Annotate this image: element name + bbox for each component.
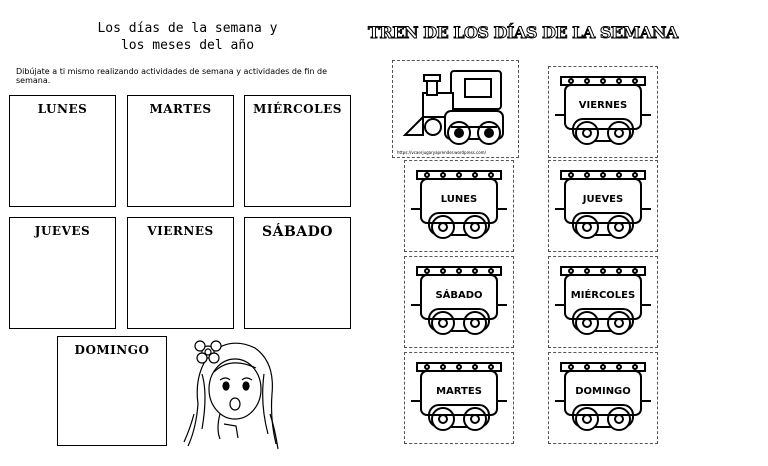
train-page-title: TREN DE LOS DÍAS DE LA SEMANA <box>368 23 679 43</box>
train-car-label: LUNES <box>440 194 478 205</box>
train-car-label: MIÉRCOLES <box>570 290 636 301</box>
day-box-lunes: LUNES <box>9 95 116 207</box>
train-car-icon <box>411 266 507 335</box>
day-box-martes: MARTES <box>127 95 234 207</box>
day-box-miercoles: MIÉRCOLES <box>244 95 351 207</box>
train-car-icon <box>555 76 651 145</box>
day-box-label: MARTES <box>149 102 212 116</box>
train-car-label: JUEVES <box>582 194 624 205</box>
day-box-viernes: VIERNES <box>127 217 234 329</box>
worksheet-title-line2: los meses del año <box>120 38 255 53</box>
train-car-label: DOMINGO <box>575 386 631 397</box>
day-box-jueves: JUEVES <box>9 217 116 329</box>
train-car-card: SÁBADO <box>404 256 514 348</box>
day-box-label: VIERNES <box>147 224 214 238</box>
train-car-icon <box>555 266 651 335</box>
train-car-label: SÁBADO <box>435 290 483 301</box>
day-box-label: MIÉRCOLES <box>253 102 342 116</box>
locomotive-icon <box>402 70 504 145</box>
train-car-icon <box>555 362 651 431</box>
day-box-label: JUEVES <box>34 224 91 238</box>
train-car-card: JUEVES <box>548 160 658 252</box>
day-box-sabado: SÁBADO <box>244 217 351 329</box>
girl-illustration <box>183 340 279 450</box>
worksheet-title-line1: Los días de la semana y <box>97 21 278 36</box>
train-car-label: VIERNES <box>578 100 628 111</box>
day-box-domingo: DOMINGO <box>57 336 167 446</box>
train-car-card: LUNES <box>404 160 514 252</box>
train-car-card: DOMINGO <box>548 352 658 444</box>
day-box-label: SÁBADO <box>261 224 333 240</box>
train-car-icon <box>411 362 507 431</box>
train-car-label: MARTES <box>436 386 482 397</box>
train-car-icon <box>411 170 507 239</box>
engine-url: https://vcaerjugaryaprender.wordpress.co… <box>397 150 486 155</box>
train-car-card: MARTES <box>404 352 514 444</box>
day-box-label: DOMINGO <box>74 343 150 357</box>
train-car-card: MIÉRCOLES <box>548 256 658 348</box>
day-box-label: LUNES <box>37 102 88 116</box>
train-car-icon <box>555 170 651 239</box>
train-car-card: VIERNES <box>548 66 658 158</box>
worksheet-instructions: Dibújate a ti mismo realizando actividad… <box>16 67 328 85</box>
engine-card: https://vcaerjugaryaprender.wordpress.co… <box>392 60 519 158</box>
